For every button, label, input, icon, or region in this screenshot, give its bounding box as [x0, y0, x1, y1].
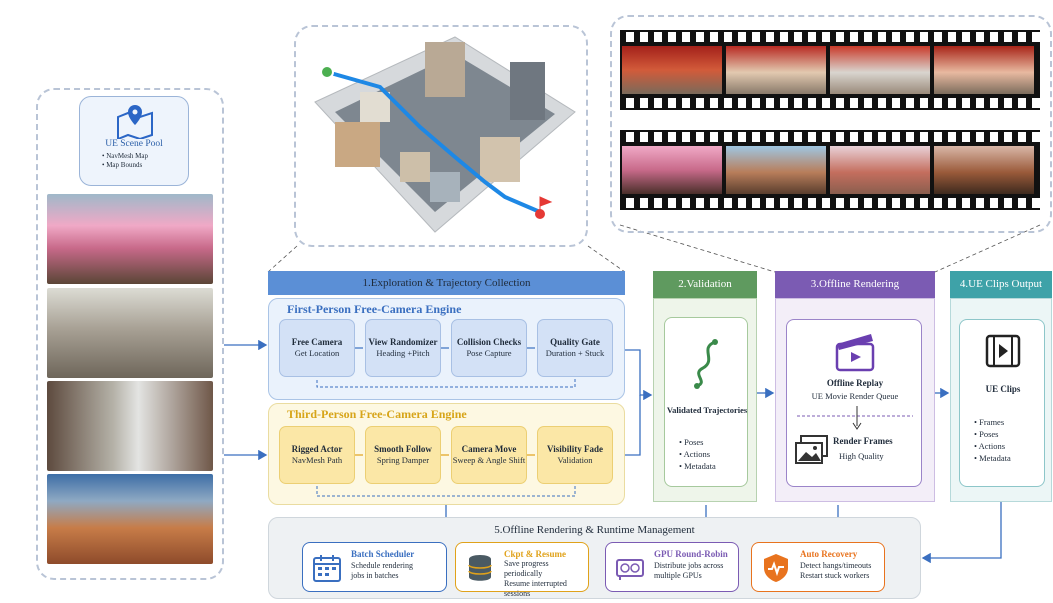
city-trajectory-illustration [314, 36, 576, 233]
first-person-engine: First-Person Free-Camera Engine Free Cam… [268, 298, 625, 400]
validated-trajectories-title: Validated Trajectories [666, 405, 748, 415]
card-desc-line: multiple GPUs [654, 571, 702, 580]
card-desc-line: Restart stuck workers [800, 571, 870, 580]
shield-icon [764, 554, 788, 582]
ckpt-resume-title: Ckpt & Resume [504, 549, 566, 559]
validation-card: Validated Trajectories • Poses • Actions… [664, 317, 748, 487]
ue-clips-item: • Frames [974, 417, 1005, 427]
replay-divider [797, 406, 913, 430]
validation-column: Validated Trajectories • Poses • Actions… [653, 298, 757, 502]
validation-item: • Metadata [679, 461, 716, 471]
first-person-engine-title: First-Person Free-Camera Engine [287, 302, 462, 316]
calendar-icon [313, 555, 341, 582]
ckpt-resume-card: Ckpt & Resume Save progress periodically… [455, 542, 589, 598]
validation-item: • Poses [679, 437, 704, 447]
filmstrip-third-person [620, 30, 1040, 110]
ue-clips-output-column: UE Clips • Frames • Poses • Actions • Me… [950, 298, 1052, 502]
ue-clips-item: • Metadata [974, 453, 1011, 463]
ue-clips-title: UE Clips [985, 384, 1021, 394]
render-frames-desc: High Quality [839, 451, 884, 461]
batch-scheduler-title: Batch Scheduler [351, 549, 415, 559]
offline-rendering-column: Offline Replay UE Movie Render Queue Ren… [775, 298, 935, 502]
scene-thumbnail-cherry-blossom [47, 194, 213, 284]
gpu-round-robin-title: GPU Round-Robin [654, 549, 728, 559]
third-person-engine: Third-Person Free-Camera Engine Rigged A… [268, 403, 625, 505]
card-desc-line: Detect hangs/timeouts [800, 561, 872, 570]
image-stack-icon [795, 435, 828, 464]
database-icon [468, 555, 492, 581]
stage2-header: 2.Validation [653, 271, 757, 298]
fp-flow-arrows [316, 347, 576, 388]
map-pin-icon [117, 105, 153, 139]
third-person-engine-title: Third-Person Free-Camera Engine [287, 407, 467, 421]
stage1-header: 1.Exploration & Trajectory Collection [268, 271, 625, 295]
validation-item: • Actions [679, 449, 711, 459]
scene-thumbnail-ruins [47, 288, 213, 378]
card-desc-line: Schedule rendering [351, 561, 413, 570]
card-desc-line: Save progress periodically [504, 559, 549, 578]
offline-replay-desc: UE Movie Render Queue [811, 391, 899, 401]
offline-replay-title: Offline Replay [826, 378, 884, 388]
gpu-icon [616, 559, 644, 580]
scene-pool-card: UE Scene Pool • NavMesh Map • Map Bounds [79, 96, 189, 186]
stage3-header: 3.Offline Rendering [775, 271, 935, 298]
card-desc-line: Resume interrupted [504, 579, 567, 588]
runtime-management-panel: 5.Offline Rendering & Runtime Management… [268, 517, 921, 599]
runtime-management-title: 5.Offline Rendering & Runtime Management [494, 524, 695, 536]
trajectory-path-icon [694, 339, 718, 389]
scene-pool-panel [36, 88, 224, 580]
render-frames-title: Render Frames [833, 436, 893, 446]
ue-clips-card: UE Clips • Frames • Poses • Actions • Me… [959, 319, 1045, 487]
scene-pool-item: • Map Bounds [102, 161, 143, 169]
city-map-panel [294, 25, 588, 247]
scene-thumbnail-street [47, 381, 213, 471]
scene-pool-title: UE Scene Pool [105, 139, 163, 149]
filmstrip-first-person [620, 130, 1040, 210]
stage4-header: 4.UE Clips Output [950, 271, 1052, 298]
ue-clips-item: • Poses [974, 429, 999, 439]
filmstrip-panel [610, 15, 1052, 233]
scene-pool-item: • NavMesh Map [102, 152, 149, 160]
ue-clips-item: • Actions [974, 441, 1006, 451]
card-desc-line: sessions [504, 589, 531, 598]
card-desc-line: Distribute jobs across [654, 561, 724, 570]
film-play-icon [985, 334, 1021, 368]
tp-flow-arrows [316, 454, 576, 497]
scene-thumbnail-desert [47, 474, 213, 564]
offline-rendering-card: Offline Replay UE Movie Render Queue Ren… [786, 319, 922, 487]
auto-recovery-title: Auto Recovery [800, 549, 858, 559]
card-desc-line: jobs in batches [351, 571, 399, 580]
clapperboard-icon [835, 334, 875, 372]
